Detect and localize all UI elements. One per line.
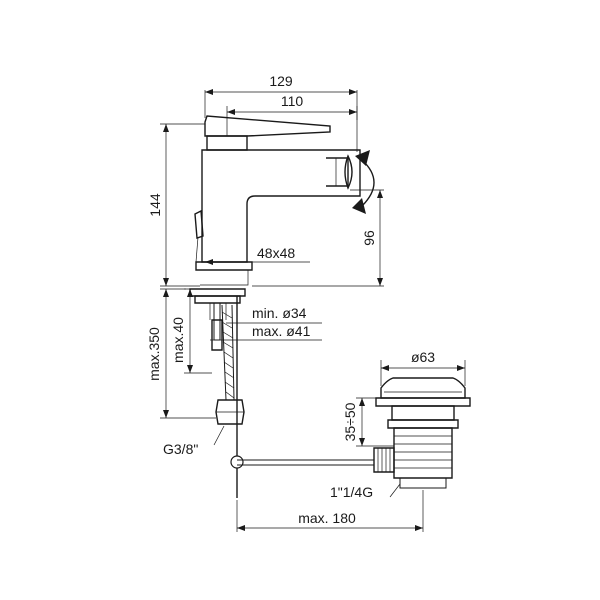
dim-connection-thread: G3/8"	[163, 441, 198, 457]
dim-hole-min: min. ø34	[252, 305, 307, 321]
waste-assembly	[373, 377, 471, 489]
dim-waste-range: 35÷50	[342, 402, 358, 441]
dim-waste-diameter: ø63	[411, 349, 435, 365]
waste-body	[393, 427, 453, 479]
waste-plug	[380, 377, 466, 399]
mounting-assembly	[189, 288, 246, 425]
faucet-base	[195, 261, 253, 271]
aerator	[344, 154, 353, 190]
dim-rod-length: max. 180	[298, 510, 356, 526]
dim-outlet-height: 96	[361, 230, 377, 246]
rod-joint	[230, 455, 244, 469]
rotation-arrow	[352, 150, 375, 214]
dim-total-length: 129	[269, 73, 293, 89]
rod-connector	[373, 447, 395, 473]
dim-spout-length: 110	[281, 93, 304, 109]
dim-hose-length: max.350	[146, 327, 162, 381]
dim-max-thickness: max.40	[170, 317, 186, 363]
handle-cap	[206, 135, 248, 151]
dim-base-size: 48x48	[257, 245, 295, 261]
dim-hole-max: max. ø41	[252, 323, 311, 339]
outlet-nozzle	[326, 157, 349, 187]
popup-rod	[230, 296, 374, 498]
dim-total-height: 144	[147, 193, 163, 217]
popup-knob	[194, 209, 204, 239]
dim-waste-thread: 1"1/4G	[330, 484, 373, 500]
lever-handle	[204, 115, 331, 137]
body-outline	[201, 149, 361, 263]
dimension-lines	[160, 89, 466, 532]
flex-hose	[221, 304, 235, 401]
